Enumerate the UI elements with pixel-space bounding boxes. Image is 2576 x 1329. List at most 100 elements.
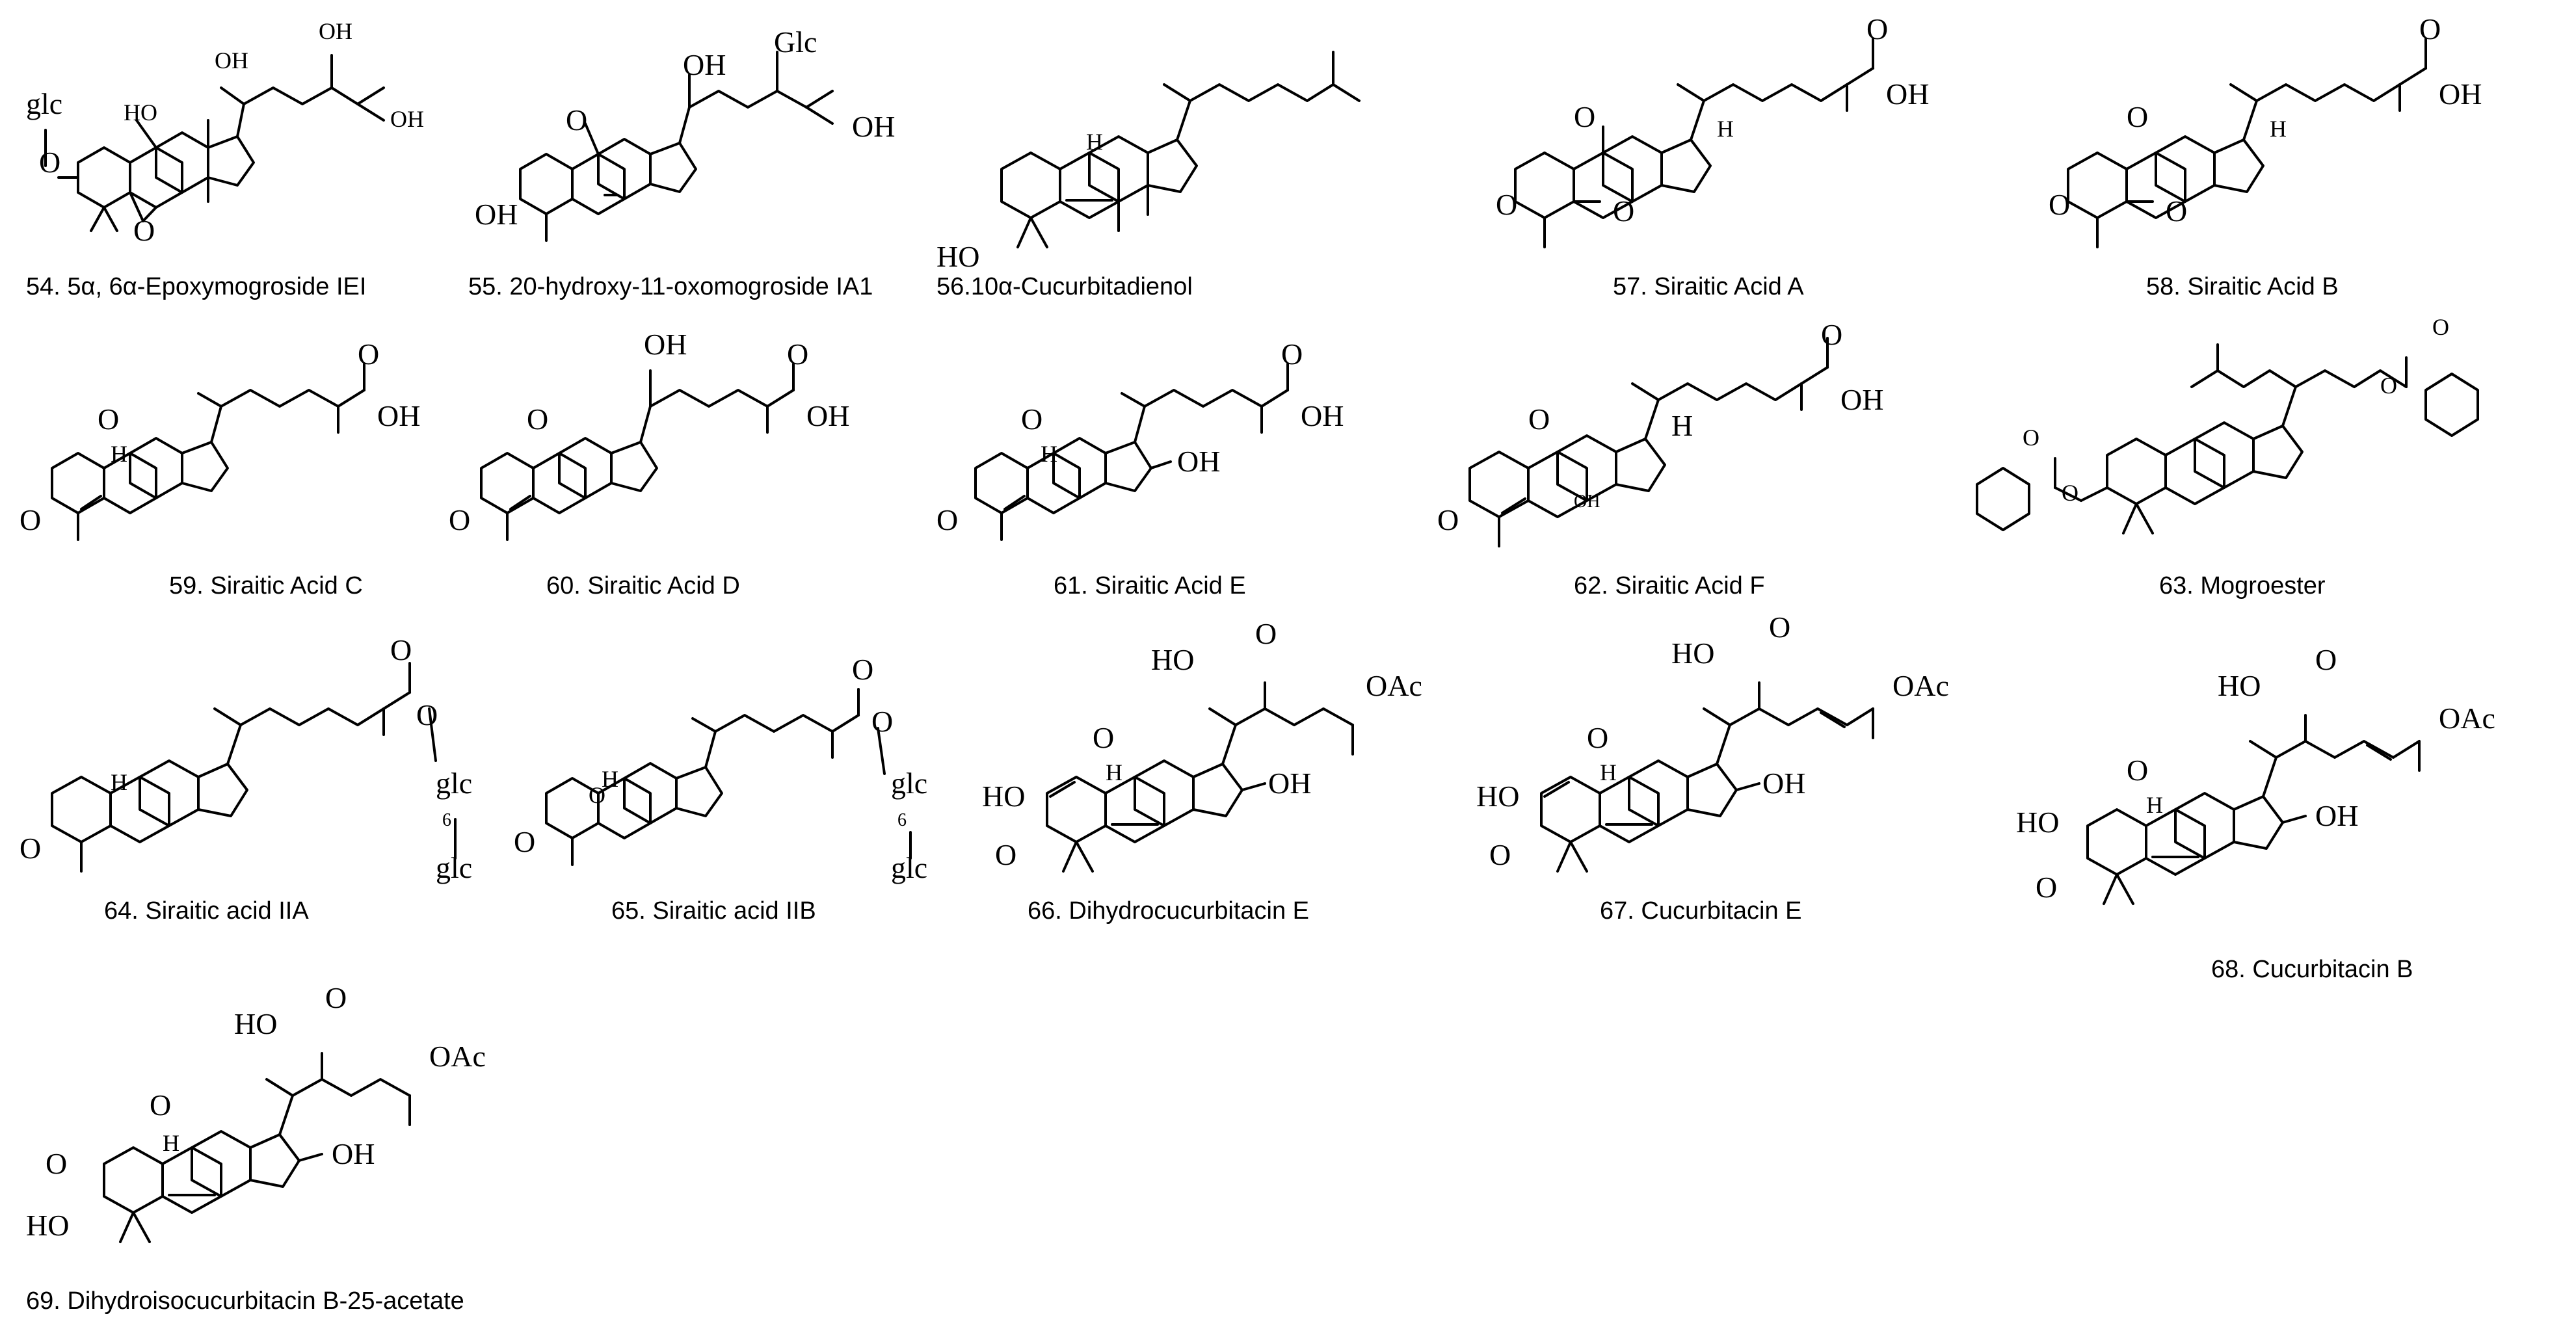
label-61-OH: OH bbox=[1301, 399, 1344, 432]
structure-67: HO O O HO O OAc OH H bbox=[1476, 611, 1949, 873]
ring-system-61 bbox=[974, 363, 1289, 541]
structure-59: O O O OH H bbox=[20, 337, 420, 541]
label-69-O2: O bbox=[46, 1147, 67, 1180]
label-66-OAc: OAc bbox=[1366, 669, 1422, 702]
compound-58: O O O O OH H 58. Siraitic Acid B bbox=[2016, 7, 2562, 300]
label-63-O-ester-a: O bbox=[2062, 480, 2078, 506]
label-68-O3: O bbox=[2036, 871, 2057, 904]
label-66-H: H bbox=[1106, 759, 1122, 785]
caption-56: 56.10α-Cucurbitadienol bbox=[936, 273, 1193, 300]
label-62-H: H bbox=[1671, 409, 1693, 442]
label-61-O3: O bbox=[936, 503, 958, 536]
structure-66: HO O O HO O OAc OH H bbox=[982, 617, 1422, 873]
caption-59: 59. Siraitic Acid C bbox=[169, 572, 363, 599]
label-67-H: H bbox=[1600, 759, 1617, 785]
label-64-glc1: glc bbox=[436, 767, 472, 800]
label-57-Oacid: O bbox=[1866, 12, 1888, 46]
label-54-glc: glc bbox=[26, 87, 62, 120]
ring-system-54 bbox=[44, 54, 385, 232]
label-54-OH24: OH bbox=[319, 18, 352, 44]
label-69-HO3: HO bbox=[26, 1209, 69, 1242]
structure-56: HO H bbox=[936, 51, 1361, 273]
caption-64: 64. Siraitic acid IIA bbox=[104, 897, 309, 925]
label-66-OH16: OH bbox=[1268, 767, 1311, 800]
label-58-O11: O bbox=[2127, 100, 2148, 133]
label-62-OH: OH bbox=[1840, 383, 1883, 416]
label-55-OH25: OH bbox=[852, 110, 895, 143]
label-64-H: H bbox=[111, 769, 127, 795]
label-65-glc1: glc bbox=[891, 767, 927, 800]
caption-67: 67. Cucurbitacin E bbox=[1600, 897, 1802, 925]
structure-68: HO O O HO O OAc OH H bbox=[2016, 643, 2495, 905]
label-54-O-epoxide: O bbox=[133, 214, 155, 247]
label-59-O11: O bbox=[98, 402, 119, 436]
label-58-O: O bbox=[2166, 194, 2187, 228]
label-58-H: H bbox=[2270, 116, 2287, 142]
compound-68: HO O O HO O OAc OH H 68. Cucurbitacin B bbox=[2016, 624, 2562, 988]
label-66-HO20: HO bbox=[1151, 643, 1194, 676]
caption-55: 55. 20-hydroxy-11-oxomogroside IA1 bbox=[468, 273, 873, 300]
compound-64: O O O glc 6 glc H 64. Siraitic acid IIA bbox=[13, 618, 507, 930]
compound-66: HO O O HO O OAc OH H 66. Dihydrocucurbit… bbox=[976, 617, 1483, 930]
compound-67: HO O O HO O OAc OH H 67. Cucurbitacin E bbox=[1470, 611, 2003, 930]
caption-54: 54. 5α, 6α-Epoxymogroside IEI bbox=[26, 273, 367, 300]
ring-system-55 bbox=[519, 51, 834, 242]
caption-57: 57. Siraitic Acid A bbox=[1613, 273, 1804, 300]
label-64-O3: O bbox=[20, 832, 41, 865]
label-62-Oacid: O bbox=[1821, 318, 1842, 351]
label-60-Oacid: O bbox=[787, 337, 808, 371]
label-62-O3: O bbox=[1437, 503, 1459, 536]
ring-system-64 bbox=[51, 662, 457, 873]
label-67-O11: O bbox=[1587, 721, 1608, 754]
ring-system-58 bbox=[2067, 38, 2427, 248]
label-61-OH16: OH bbox=[1177, 445, 1220, 478]
structure-65: O O O O glc 6 glc H bbox=[514, 653, 927, 884]
label-65-Oacid: O bbox=[852, 653, 873, 686]
caption-69: 69. Dihydroisocucurbitacin B-25-acetate bbox=[26, 1287, 464, 1315]
label-67-O22: O bbox=[1769, 611, 1790, 644]
label-54-O: O bbox=[39, 146, 60, 179]
caption-66: 66. Dihydrocucurbitacin E bbox=[1028, 897, 1309, 925]
compound-61: O O OH O OH H 61. Siraitic Acid E bbox=[923, 306, 1418, 599]
label-69-HO20: HO bbox=[234, 1007, 277, 1040]
structure-55: OH O OH Glc OH bbox=[475, 25, 895, 242]
ring-system-66 bbox=[1046, 681, 1354, 873]
compound-54: glc O O HO OH OH OH 54. 5α, 6α-Epoxymogr… bbox=[26, 13, 455, 300]
label-69-OAc: OAc bbox=[429, 1040, 486, 1073]
ring-system-56 bbox=[1000, 51, 1361, 248]
label-57-H: H bbox=[1717, 116, 1734, 142]
label-54-OH25: OH bbox=[390, 106, 424, 132]
label-65-six: 6 bbox=[897, 810, 907, 830]
caption-62: 62. Siraitic Acid F bbox=[1574, 572, 1765, 599]
label-65-H: H bbox=[602, 766, 618, 792]
ring-system-60 bbox=[480, 363, 795, 541]
label-69-O11: O bbox=[150, 1088, 171, 1122]
label-64-glc2: glc bbox=[436, 851, 472, 884]
label-65-Oester: O bbox=[871, 705, 893, 738]
compound-63: O O O O 63. Mogroester bbox=[1976, 306, 2562, 599]
label-64-Oester: O bbox=[416, 698, 438, 731]
label-63-O-carbonyl-b: O bbox=[2432, 314, 2449, 340]
label-68-H: H bbox=[2146, 792, 2163, 818]
label-55-Glc: Glc bbox=[774, 25, 817, 59]
label-67-HO20: HO bbox=[1671, 637, 1714, 670]
structure-58: O O O O OH H bbox=[2049, 12, 2482, 248]
structure-61: O O OH O OH H bbox=[936, 337, 1344, 541]
label-66-HO2: HO bbox=[982, 780, 1025, 813]
label-58-OH: OH bbox=[2439, 77, 2482, 111]
label-61-O11: O bbox=[1021, 402, 1042, 436]
label-60-O11: O bbox=[527, 402, 548, 436]
label-63-O-carbonyl-a: O bbox=[2023, 425, 2039, 451]
label-67-HO2: HO bbox=[1476, 780, 1519, 813]
ring-system-67 bbox=[1540, 681, 1874, 873]
ring-system-57 bbox=[1514, 38, 1874, 248]
label-64-Oacid: O bbox=[390, 633, 412, 666]
label-55-OH3: OH bbox=[475, 198, 518, 231]
label-59-OH: OH bbox=[377, 399, 420, 432]
ring-system-63 bbox=[1976, 343, 2479, 534]
ring-system-59 bbox=[51, 363, 365, 541]
caption-63: 63. Mogroester bbox=[2159, 572, 2326, 599]
label-65-glc2: glc bbox=[891, 851, 927, 884]
label-57-O3: O bbox=[1496, 188, 1517, 221]
compound-55: OH O OH Glc OH 55. 20-hydroxy-11-oxomogr… bbox=[468, 13, 936, 300]
